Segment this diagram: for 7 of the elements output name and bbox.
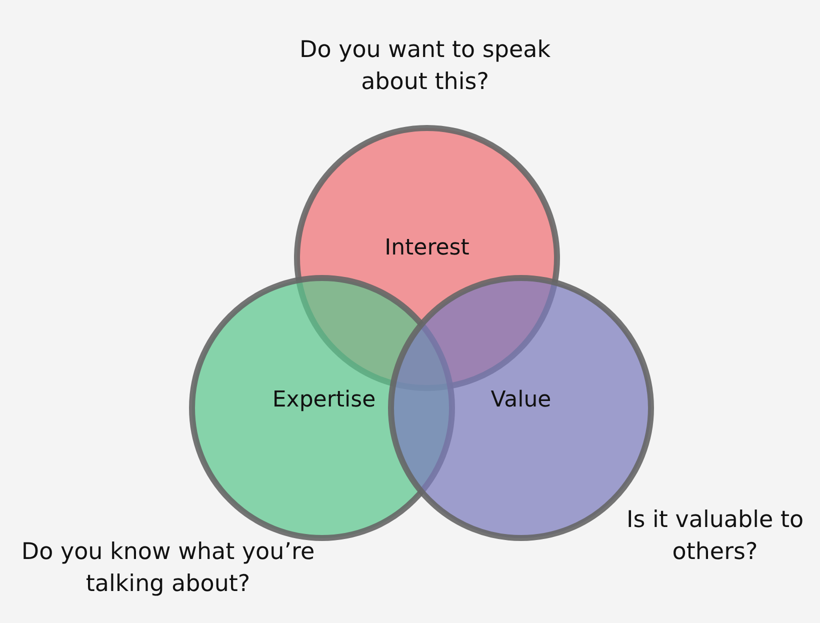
circle-label: Expertise bbox=[272, 388, 376, 412]
question-text: Is it valuable to others? bbox=[625, 506, 805, 568]
circle-label: Value bbox=[490, 388, 552, 412]
circle-label: Interest bbox=[384, 236, 470, 260]
question-text: Do you know what you’re talking about? bbox=[20, 538, 316, 600]
question-text: Do you want to speak about this? bbox=[298, 36, 552, 98]
venn-circle bbox=[388, 275, 654, 541]
